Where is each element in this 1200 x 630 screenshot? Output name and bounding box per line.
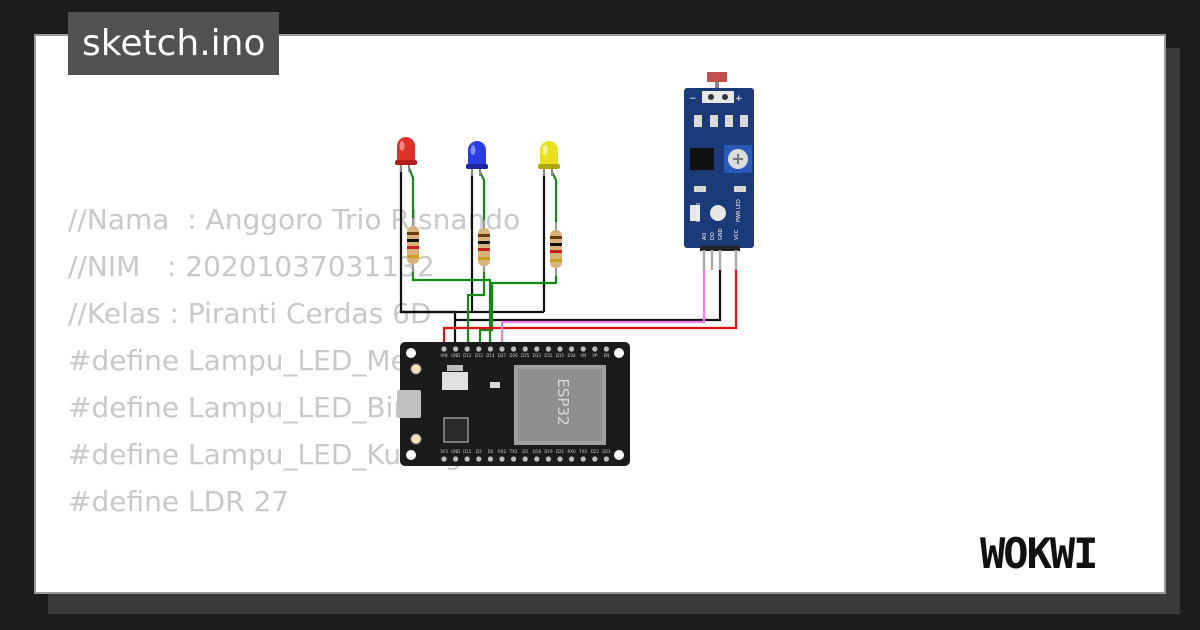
header-pin[interactable] (487, 456, 493, 462)
wires (399, 167, 738, 345)
pin-label: D34 (568, 353, 577, 358)
pin-label: D32 (544, 353, 553, 358)
header-pin[interactable] (534, 346, 540, 352)
header-pin[interactable] (487, 346, 493, 352)
pin-label: D15 (463, 449, 472, 454)
header-pin[interactable] (569, 456, 575, 462)
pin-label: D35 (556, 353, 565, 358)
wire-vcc (442, 268, 738, 345)
sensor-pin-label: DO (710, 232, 716, 240)
pin-label: D21 (556, 449, 565, 454)
sensor-minus-label: − (689, 94, 697, 104)
header-pin[interactable] (569, 346, 575, 352)
header-pin[interactable] (464, 456, 470, 462)
project-filename-tag[interactable]: sketch.ino (68, 12, 280, 75)
header-pin[interactable] (522, 456, 528, 462)
sensor-pin-label: GND (718, 228, 724, 240)
pin-label: D5 (522, 449, 528, 454)
header-pin[interactable] (580, 346, 586, 352)
header-pin[interactable] (545, 456, 552, 462)
pin-label: D22 (591, 449, 600, 454)
resistor-yellow (550, 222, 562, 276)
resistor-blue (478, 220, 490, 272)
header-pin[interactable] (592, 346, 598, 352)
led-red (395, 137, 417, 172)
header-pin[interactable] (441, 456, 447, 462)
wire-ao (500, 268, 706, 345)
resistor-red (407, 218, 419, 272)
pin-label: D12 (475, 353, 484, 358)
header-pin[interactable] (441, 346, 447, 352)
pin-label: EN (604, 353, 610, 358)
sensor-pin-label: VCC (734, 229, 740, 240)
pin-label: D23 (602, 449, 611, 454)
pin-label: VP (592, 353, 598, 358)
pin-label: D27 (498, 353, 507, 358)
header-pin[interactable] (453, 346, 459, 352)
header-pin[interactable] (510, 456, 517, 462)
pin-label: VN (580, 353, 586, 358)
pin-label: TX2 (509, 449, 518, 454)
header-pin[interactable] (592, 456, 598, 462)
code-line: //NIM : 20201037031132 (68, 250, 435, 283)
pin-label: D13 (463, 353, 472, 358)
header-pin[interactable] (476, 456, 482, 462)
header-pin[interactable] (522, 346, 528, 352)
sensor-do-led-label: DO LED (696, 203, 702, 222)
wire-red-anode (407, 167, 415, 222)
pin-label: TX0 (578, 449, 587, 454)
wire-yellow-signal (478, 272, 558, 345)
sensor-plus-label: + (735, 94, 743, 104)
wire-red-signal (411, 268, 492, 345)
header-pin[interactable] (545, 346, 552, 352)
header-pin[interactable] (580, 456, 586, 462)
wire-blue-anode (479, 171, 486, 224)
pin-label: D2 (476, 449, 482, 454)
pin-label: RX0 (568, 449, 577, 454)
ldr-sensor-module: − + DO LED PWR LED AO DO GND VCC (684, 72, 754, 270)
wire-yellow-anode (551, 171, 558, 224)
pin-label: GND (451, 353, 460, 358)
header-pin[interactable] (510, 346, 517, 352)
code-line: //Kelas : Piranti Cerdas 6D (68, 297, 432, 330)
pin-label: 3V3 (440, 449, 448, 454)
led-blue (466, 141, 488, 176)
header-pin[interactable] (603, 346, 610, 352)
header-pin[interactable] (534, 456, 540, 462)
pin-label: D4 (488, 449, 494, 454)
sensor-pin-label: AO (702, 233, 708, 240)
pin-label: GND (451, 449, 460, 454)
pin-label: D14 (486, 353, 495, 358)
header-pin[interactable] (453, 456, 459, 462)
header-pin[interactable] (464, 346, 470, 352)
led-yellow (538, 141, 560, 176)
header-pin[interactable] (476, 346, 482, 352)
code-line: #define LDR 27 (68, 485, 290, 518)
header-pin[interactable] (499, 346, 505, 352)
header-pin[interactable] (557, 346, 563, 352)
header-pin[interactable] (603, 456, 610, 462)
pin-label: D33 (533, 353, 542, 358)
pin-label: D26 (510, 353, 519, 358)
pin-label: D19 (544, 449, 553, 454)
preview-card[interactable]: //Nama : Anggoro Trio RIsnando//NIM : 20… (34, 34, 1166, 594)
chip-label: ESP32 (554, 378, 572, 425)
wokwi-logo: WOKWI (980, 529, 1098, 578)
pin-label: VIN (441, 353, 448, 358)
wire-blue-signal (466, 268, 486, 345)
pin-label: D18 (533, 449, 542, 454)
pin-label: D25 (521, 353, 530, 358)
sensor-pwr-led-label: PWR LED (736, 199, 742, 222)
header-pin[interactable] (499, 456, 505, 462)
brand-logo-text: WOKWI (980, 529, 1096, 578)
header-pin[interactable] (557, 456, 563, 462)
wire-gnd-sensor (455, 268, 722, 322)
pin-label: RX2 (498, 449, 507, 454)
